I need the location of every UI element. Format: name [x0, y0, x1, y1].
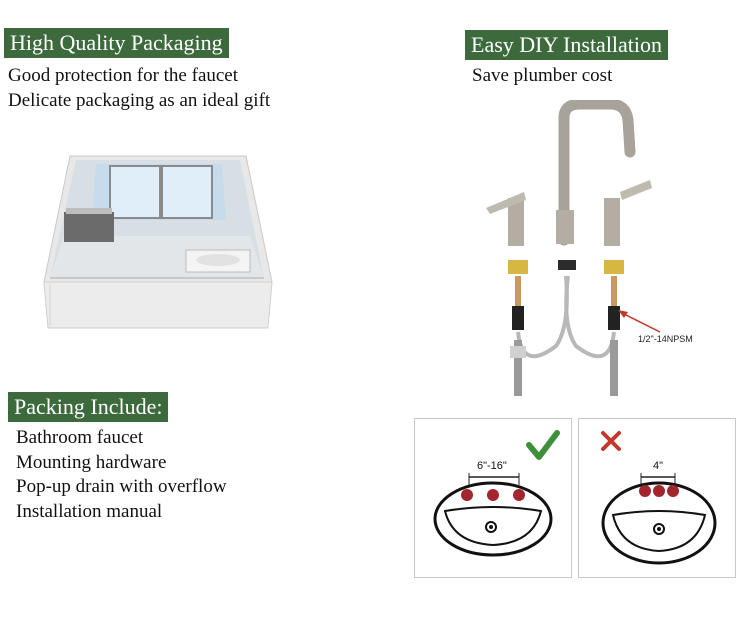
packaging-line-1: Good protection for the faucet [8, 65, 239, 86]
installation-subtitle: Save plumber cost [472, 65, 613, 86]
installation-heading: Easy DIY Installation [465, 30, 669, 60]
packaging-box-image [36, 150, 276, 335]
checkmark-icon [526, 430, 560, 460]
cross-icon [601, 431, 621, 451]
packaging-line-2: Delicate packaging as an ideal gift [8, 90, 271, 111]
faucet-diagram: 1/2"-14NPSM [470, 98, 720, 400]
widespread-spacing-label: 6"-16" [477, 460, 507, 472]
packaging-heading: High Quality Packaging [4, 28, 229, 58]
packing-item-4: Installation manual [16, 501, 163, 522]
sink-centerset-panel: 4" [578, 418, 736, 578]
sink-widespread-panel: 6"-16" [414, 418, 572, 578]
centerset-spacing-label: 4" [653, 460, 663, 472]
packing-item-2: Mounting hardware [16, 452, 167, 473]
thread-size-label: 1/2"-14NPSM [638, 334, 693, 344]
packing-item-1: Bathroom faucet [16, 427, 144, 448]
packing-item-3: Pop-up drain with overflow [16, 476, 227, 497]
packing-heading: Packing Include: [8, 392, 169, 422]
